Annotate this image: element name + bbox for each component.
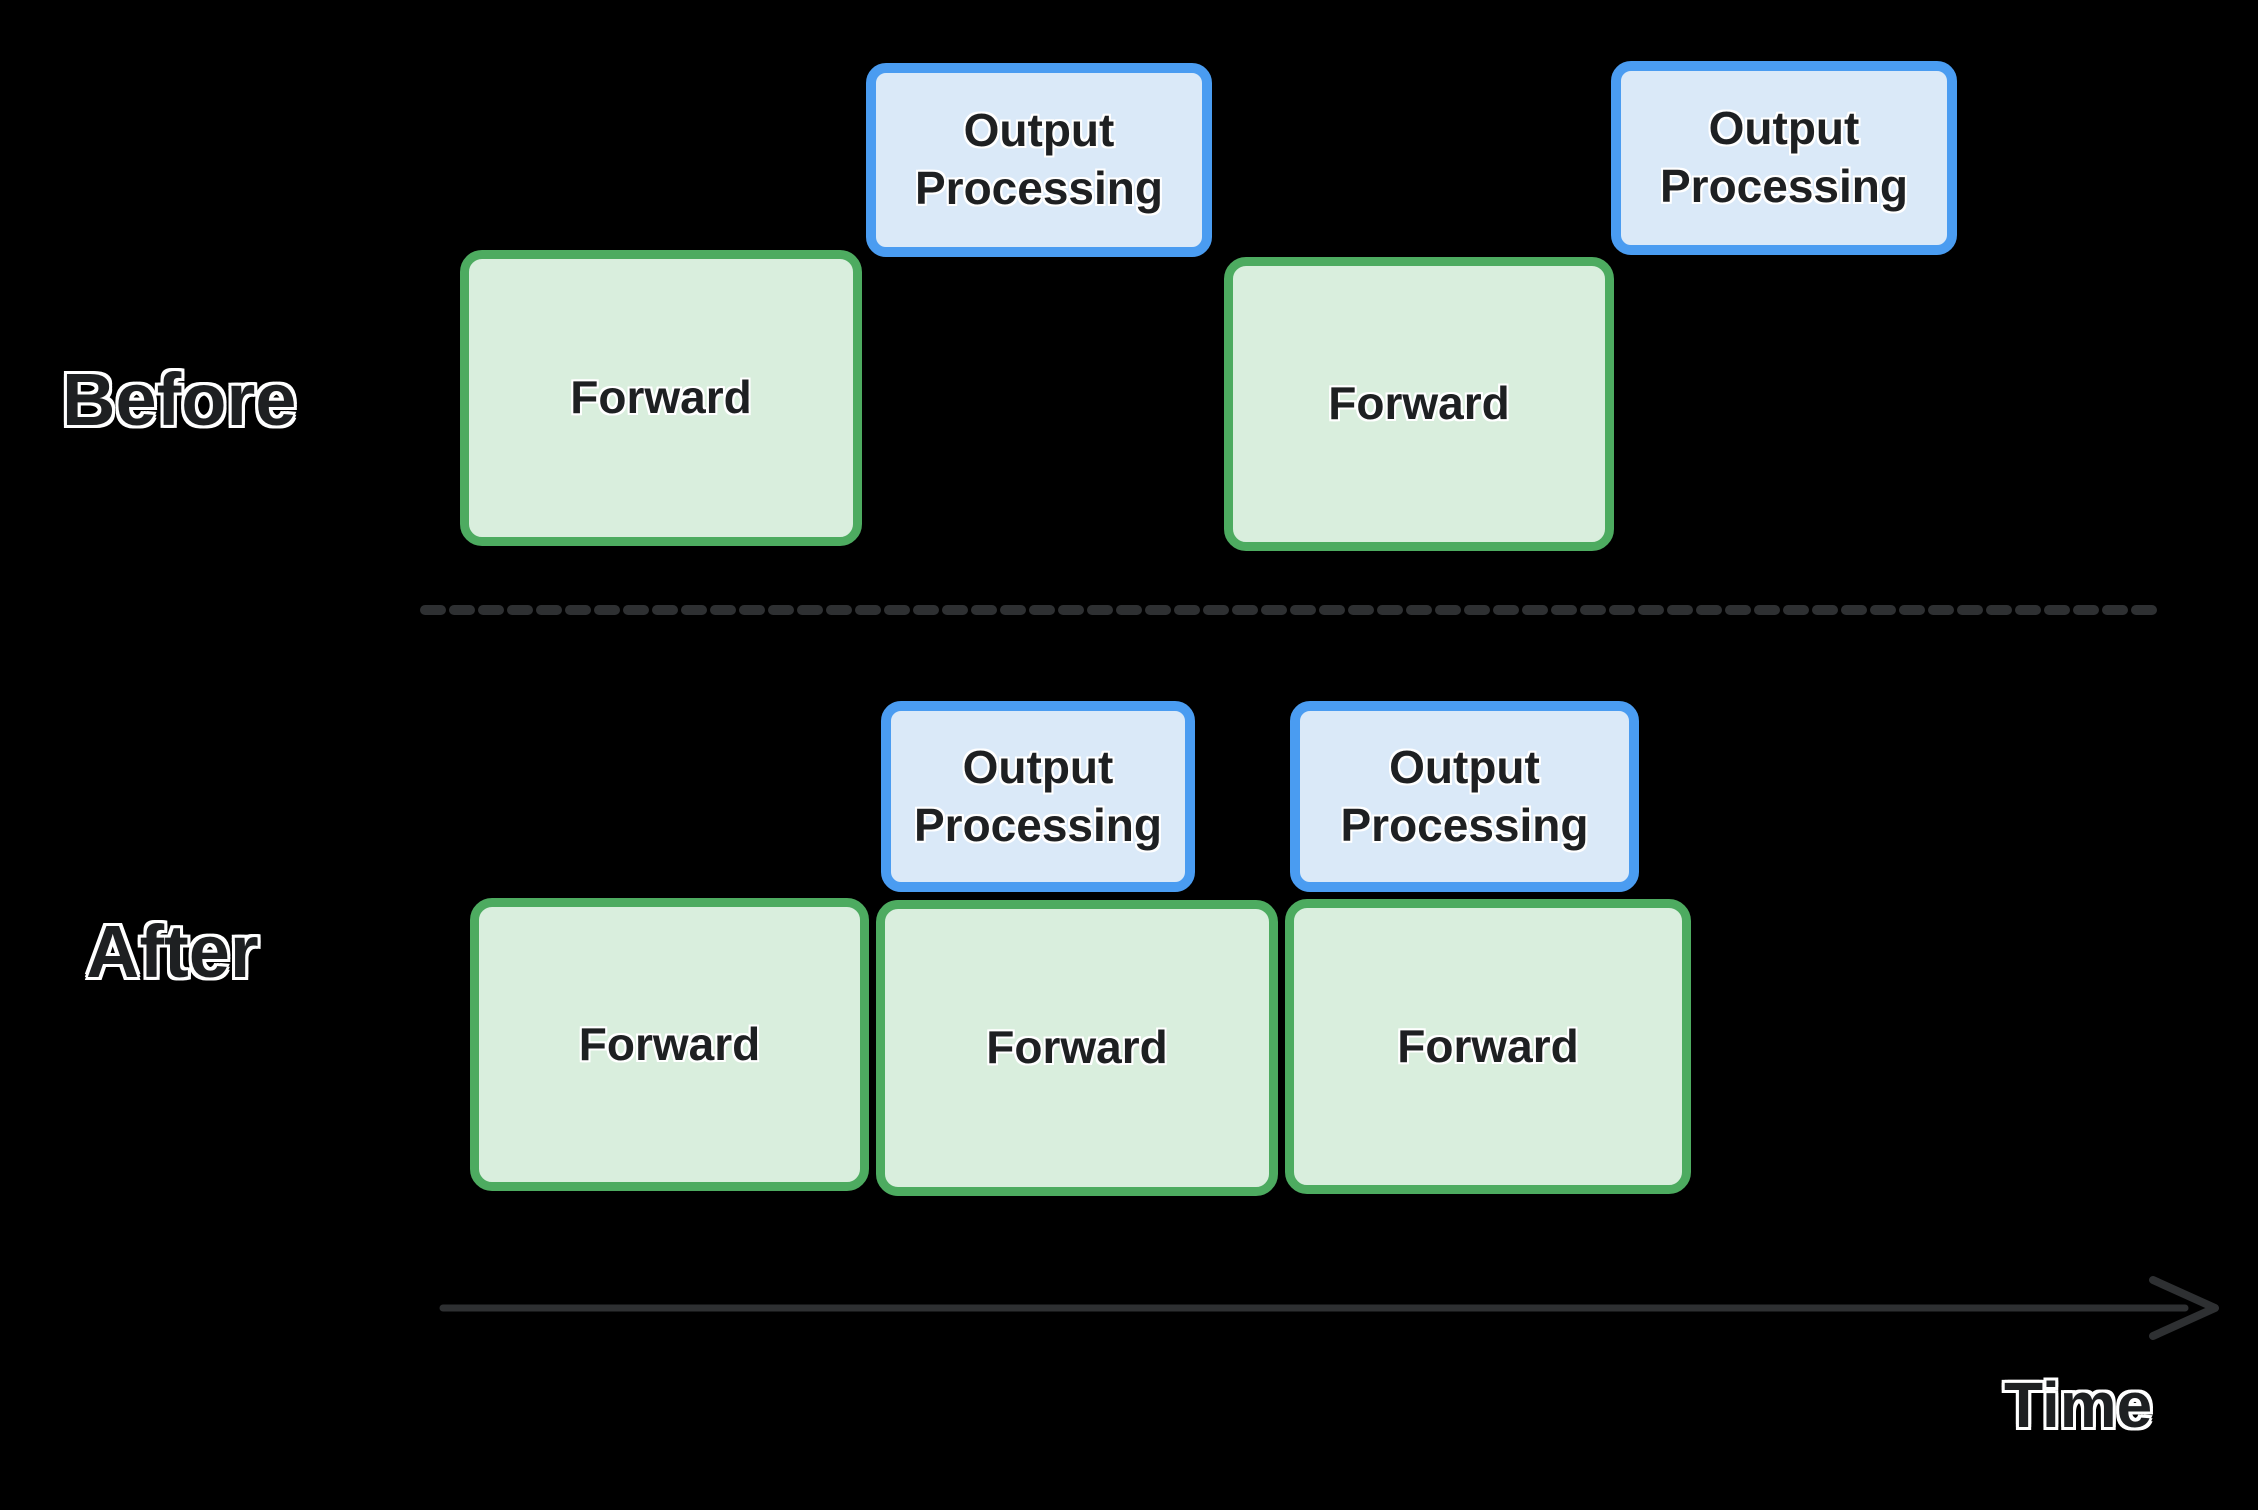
box-label: Output Processing xyxy=(915,104,1163,214)
output-processing-box: Output Processing xyxy=(881,701,1195,892)
box-label: Output Processing xyxy=(914,740,1162,851)
before-section-label: Before xyxy=(62,358,297,441)
box-label: Forward xyxy=(1328,377,1510,430)
box-label: Forward xyxy=(570,371,752,424)
box-label: Forward xyxy=(986,1021,1168,1074)
box-label: Output Processing xyxy=(1340,740,1589,851)
forward-box: Forward xyxy=(460,250,862,546)
box-label: Forward xyxy=(578,1017,761,1070)
output-processing-box: Output Processing xyxy=(866,63,1212,257)
forward-box: Forward xyxy=(470,898,869,1191)
output-processing-box: Output Processing xyxy=(1290,701,1639,892)
forward-box: Forward xyxy=(1285,899,1691,1194)
output-processing-box: Output Processing xyxy=(1611,61,1957,255)
box-label: Forward xyxy=(1397,1019,1579,1072)
forward-box: Forward xyxy=(1224,257,1614,551)
forward-box: Forward xyxy=(876,900,1278,1196)
time-axis-label: Time xyxy=(2004,1369,2153,1441)
box-label: Output Processing xyxy=(1660,102,1908,212)
after-section-label: After xyxy=(86,910,259,993)
